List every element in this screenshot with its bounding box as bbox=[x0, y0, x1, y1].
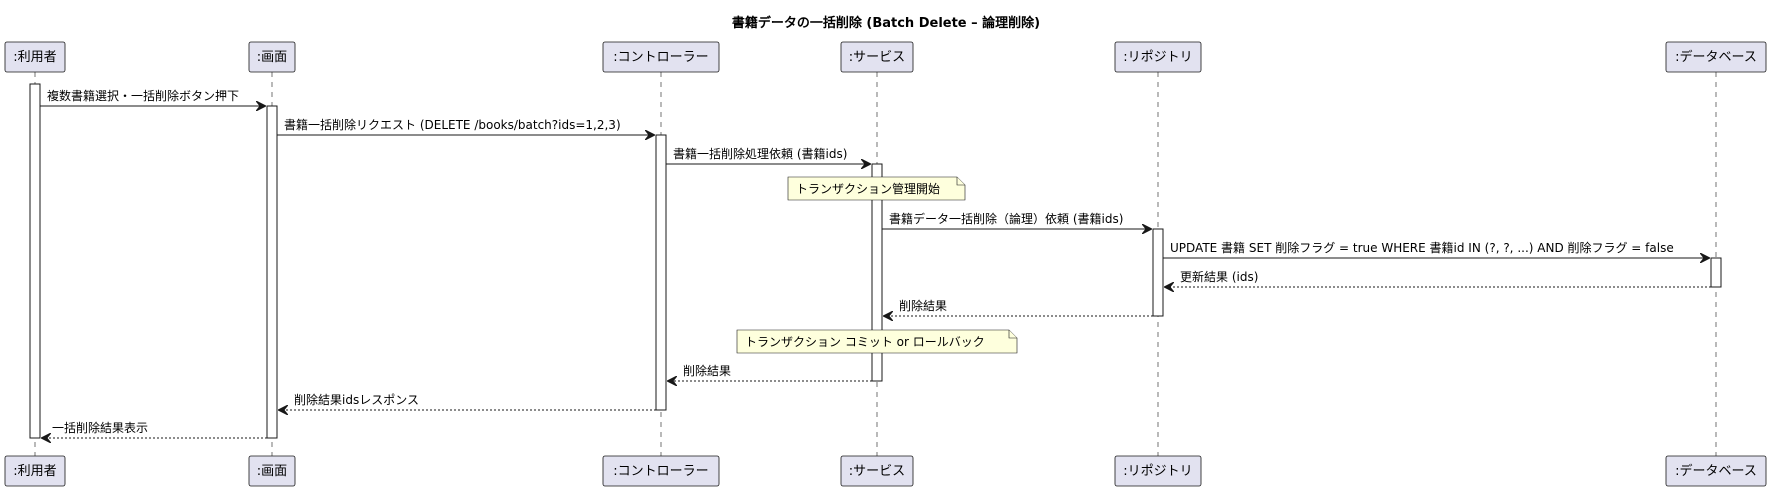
activation-user bbox=[29, 83, 41, 439]
participant-label: :リポジトリ bbox=[1123, 464, 1192, 479]
message-label: 書籍一括削除リクエスト (DELETE /books/batch?ids=1,2… bbox=[284, 117, 621, 132]
activation-service bbox=[871, 163, 883, 382]
participant-controller-footer: :コントローラー bbox=[602, 455, 720, 487]
participant-label: :データベース bbox=[1675, 463, 1757, 479]
message-1: 複数書籍選択・一括削除ボタン押下 bbox=[40, 88, 266, 106]
participant-repository: :リポジトリ bbox=[1114, 41, 1202, 73]
activation-repository bbox=[1152, 228, 1164, 317]
message-10-return: 一括削除結果表示 bbox=[41, 420, 267, 438]
participant-service: :サービス bbox=[840, 41, 914, 73]
activation-screen bbox=[266, 105, 278, 439]
message-label: 書籍一括削除処理依頼 (書籍ids) bbox=[673, 146, 847, 161]
participant-controller: :コントローラー bbox=[602, 41, 720, 73]
activation-controller bbox=[655, 134, 667, 411]
participant-label: :サービス bbox=[849, 464, 905, 479]
participant-repository-footer: :リポジトリ bbox=[1114, 455, 1202, 487]
activation-database bbox=[1710, 257, 1722, 288]
message-label: 削除結果idsレスポンス bbox=[294, 392, 419, 407]
participant-screen-footer: :画面 bbox=[248, 455, 296, 487]
message-3: 書籍一括削除処理依頼 (書籍ids) bbox=[666, 146, 871, 164]
participant-label: :サービス bbox=[849, 50, 905, 65]
participant-user-footer: :利用者 bbox=[4, 455, 66, 487]
messages: 複数書籍選択・一括削除ボタン押下 書籍一括削除リクエスト (DELETE /bo… bbox=[40, 88, 1711, 438]
participant-user: :利用者 bbox=[4, 41, 66, 73]
note-label: トランザクション管理開始 bbox=[796, 181, 940, 196]
message-label: 書籍データ一括削除（論理）依頼 (書籍ids) bbox=[889, 211, 1123, 226]
message-2: 書籍一括削除リクエスト (DELETE /books/batch?ids=1,2… bbox=[277, 117, 655, 135]
message-6-return: 更新結果 (ids) bbox=[1164, 269, 1711, 287]
diagram-title: 書籍データの一括削除 (Batch Delete – 論理削除) bbox=[732, 15, 1040, 31]
message-4: 書籍データ一括削除（論理）依頼 (書籍ids) bbox=[882, 211, 1152, 229]
participant-service-footer: :サービス bbox=[840, 455, 914, 487]
message-label: UPDATE 書籍 SET 削除フラグ = true WHERE 書籍id IN… bbox=[1170, 240, 1674, 255]
activation-bars bbox=[29, 83, 1722, 439]
participant-screen: :画面 bbox=[248, 41, 296, 73]
participant-label: :利用者 bbox=[13, 50, 56, 65]
participant-label: :利用者 bbox=[13, 464, 56, 479]
message-7-return: 削除結果 bbox=[883, 298, 1153, 316]
note-label: トランザクション コミット or ロールバック bbox=[745, 335, 985, 349]
message-label: 一括削除結果表示 bbox=[52, 420, 148, 435]
message-5: UPDATE 書籍 SET 削除フラグ = true WHERE 書籍id IN… bbox=[1163, 240, 1710, 258]
message-label: 削除結果 bbox=[899, 298, 947, 313]
participant-label: :コントローラー bbox=[613, 50, 708, 65]
message-9-return: 削除結果idsレスポンス bbox=[278, 392, 656, 410]
message-8-return: 削除結果 bbox=[667, 363, 872, 381]
message-label: 削除結果 bbox=[683, 363, 731, 378]
message-label: 更新結果 (ids) bbox=[1180, 269, 1258, 284]
participant-label: :画面 bbox=[257, 464, 287, 479]
participant-label: :コントローラー bbox=[613, 464, 708, 479]
participants-bottom: :利用者 :画面 :コントローラー :サービス :リポジトリ :データベース bbox=[4, 455, 1767, 487]
notes: トランザクション管理開始 トランザクション コミット or ロールバック bbox=[736, 176, 1018, 354]
note-transaction-commit: トランザクション コミット or ロールバック bbox=[736, 329, 1018, 354]
message-label: 複数書籍選択・一括削除ボタン押下 bbox=[47, 88, 239, 103]
participant-database-footer: :データベース bbox=[1665, 455, 1767, 487]
participant-label: :画面 bbox=[257, 50, 287, 65]
participants-top: :利用者 :画面 :コントローラー :サービス :リポジトリ :データベース bbox=[4, 41, 1767, 73]
participant-database: :データベース bbox=[1665, 41, 1767, 73]
participant-label: :リポジトリ bbox=[1123, 50, 1192, 65]
participant-label: :データベース bbox=[1675, 49, 1757, 65]
note-transaction-start: トランザクション管理開始 bbox=[787, 176, 966, 201]
